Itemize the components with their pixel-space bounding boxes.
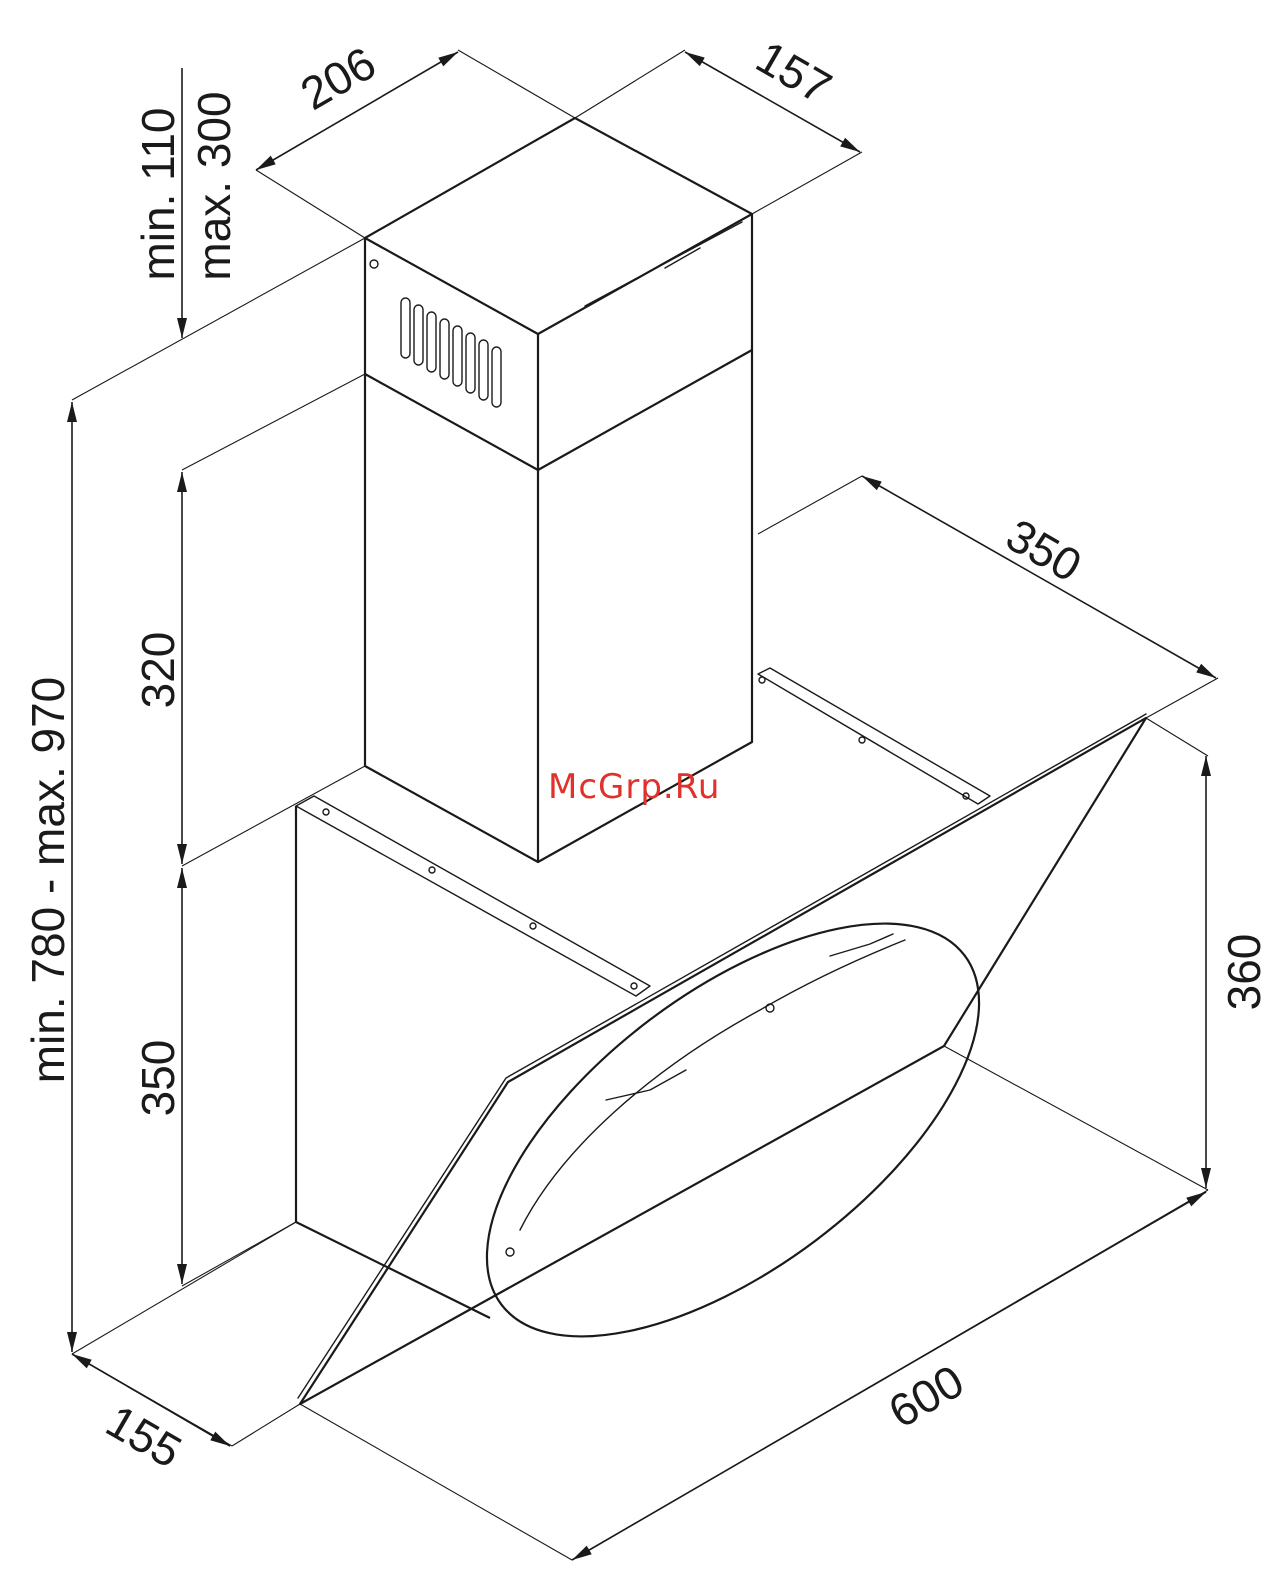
label-overall-height: min. 780 - max. 970 xyxy=(22,677,74,1084)
label-vent-max: max. 300 xyxy=(188,91,240,280)
watermark-text: McGrp.Ru xyxy=(548,767,720,807)
hood-body xyxy=(296,118,1146,1415)
label-hood-height: 360 xyxy=(1218,934,1270,1011)
label-top-depth: 157 xyxy=(748,30,840,113)
label-base-depth: 155 xyxy=(98,1394,190,1477)
dim-hood-width-line xyxy=(572,1192,1206,1560)
label-top-width: 206 xyxy=(292,36,384,119)
label-hood-depth: 350 xyxy=(998,508,1090,591)
label-hood-width: 600 xyxy=(880,1354,972,1437)
vent-slots xyxy=(401,298,501,407)
label-vent-min: min. 110 xyxy=(132,107,184,280)
label-lower-chimney: 350 xyxy=(132,1040,184,1117)
label-upper-chimney: 320 xyxy=(132,632,184,709)
